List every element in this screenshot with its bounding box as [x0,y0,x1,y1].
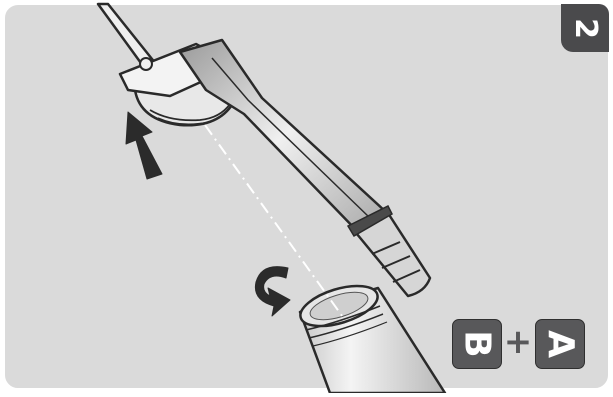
plus-sign: + [503,322,533,362]
rotate-arrow-icon [254,266,291,317]
step-number-badge: 2 [561,4,609,52]
key-b: B [452,319,502,369]
alignment-line [204,124,346,321]
lever-handle [178,38,432,298]
cartridge-tube [298,284,447,395]
key-a-label: A [540,330,581,358]
step-number: 2 [567,17,603,39]
key-a: A [535,319,585,369]
key-b-label: B [456,330,498,358]
push-up-arrow-icon [125,111,163,180]
